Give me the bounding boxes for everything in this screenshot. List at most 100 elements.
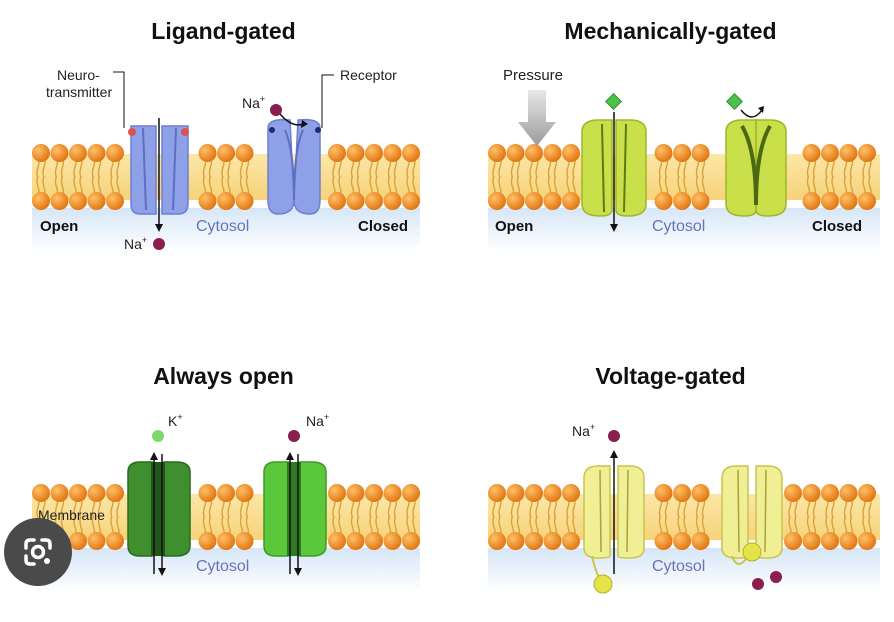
label-neurotransmitter-1: Neuro- [57, 67, 100, 83]
lipid-head [858, 192, 876, 210]
sodium-ion [752, 578, 764, 590]
lipid-head [654, 192, 673, 210]
mechanical-release-arrow [740, 109, 763, 118]
label-closed-mechanical: Closed [812, 218, 862, 235]
lipid-head [235, 532, 254, 550]
membrane-mechanical [488, 144, 880, 252]
lipid-head [488, 532, 506, 550]
lipid-head [673, 144, 691, 162]
lipid-head [69, 144, 87, 162]
lipid-head [328, 192, 346, 210]
lipid-head [365, 192, 383, 210]
lipid-head [328, 144, 346, 162]
mechanical-gate-diamond [726, 93, 743, 110]
lipid-head [562, 532, 580, 550]
lipid-head [383, 144, 402, 162]
lipid-head [488, 144, 506, 162]
lipid-head [402, 532, 420, 550]
lipid-head [328, 484, 346, 502]
lipid-head [198, 532, 217, 550]
label-neurotransmitter-2: transmitter [46, 84, 112, 100]
lipid-head [525, 192, 543, 210]
lipid-head [802, 144, 821, 162]
mechanical-gate-diamond [605, 93, 622, 110]
lipid-head [32, 484, 50, 502]
membrane-voltage [488, 484, 880, 592]
lipid-head [106, 144, 124, 162]
cytosol-band [488, 548, 880, 592]
title-mechanically-gated: Mechanically-gated [564, 18, 777, 44]
ligand-open-channel [130, 118, 189, 232]
lipid-head [346, 144, 365, 162]
lipid-head [32, 144, 50, 162]
lipid-head [365, 484, 383, 502]
lipid-head [525, 484, 543, 502]
mechanical-open-channel [581, 112, 647, 232]
lipid-head [87, 484, 106, 502]
lipid-head [802, 484, 821, 502]
mechanical-closed-channel [725, 119, 787, 217]
potassium-leak-channel [127, 452, 191, 576]
lipid-head [383, 532, 402, 550]
lipid-head [839, 532, 858, 550]
lipid-head [691, 144, 710, 162]
lipid-head [525, 144, 543, 162]
voltage-closed-channel [721, 465, 783, 559]
lipid-head [543, 192, 562, 210]
lipid-head [821, 192, 839, 210]
sodium-ion [270, 104, 282, 116]
lipid-head [543, 144, 562, 162]
cytosol-band [488, 208, 880, 252]
lipid-head [198, 144, 217, 162]
lipid-head [858, 532, 876, 550]
label-cytosol-mechanical: Cytosol [652, 218, 705, 235]
title-always-open: Always open [153, 363, 294, 389]
lipid-head [839, 144, 858, 162]
potassium-ion [152, 430, 164, 442]
label-na-top: Na+ [242, 94, 265, 111]
label-cytosol-ligand: Cytosol [196, 218, 249, 235]
lipid-head [858, 484, 876, 502]
lipid-head [87, 192, 106, 210]
pressure-arrow [518, 90, 556, 146]
lipid-head [488, 192, 506, 210]
label-na-bottom: Na+ [124, 235, 147, 252]
voltage-open-channel [583, 450, 645, 574]
lipid-head [802, 532, 821, 550]
cytosol-band [32, 548, 420, 592]
lipid-head [839, 484, 858, 502]
lipid-head [654, 144, 673, 162]
lipid-head [506, 484, 525, 502]
neurotransmitter-leader [113, 71, 125, 128]
lipid-head [217, 192, 235, 210]
voltage-gate-ball [742, 542, 762, 562]
lipid-head [562, 192, 580, 210]
receptor-leader [321, 74, 334, 128]
lipid-head [365, 532, 383, 550]
lipid-head [106, 532, 124, 550]
label-open-ligand: Open [40, 218, 78, 235]
lipid-head [506, 144, 525, 162]
lipid-head [50, 192, 69, 210]
lipid-head [50, 484, 69, 502]
lipid-head [346, 192, 365, 210]
label-open-mechanical: Open [495, 218, 533, 235]
label-pressure: Pressure [503, 67, 563, 84]
lipid-head [821, 144, 839, 162]
lipid-head [784, 532, 802, 550]
lipid-head [50, 144, 69, 162]
lipid-head [784, 484, 802, 502]
lipid-head [235, 144, 254, 162]
label-na-always-open: Na+ [306, 412, 329, 429]
lipid-head [106, 192, 124, 210]
lipid-head [217, 532, 235, 550]
google-lens-icon[interactable] [4, 518, 72, 586]
lipid-head [654, 484, 673, 502]
lipid-head [543, 484, 562, 502]
lipid-head [821, 532, 839, 550]
lipid-head [235, 484, 254, 502]
sodium-ion [770, 571, 782, 583]
lipid-head [543, 532, 562, 550]
lipid-head [488, 484, 506, 502]
